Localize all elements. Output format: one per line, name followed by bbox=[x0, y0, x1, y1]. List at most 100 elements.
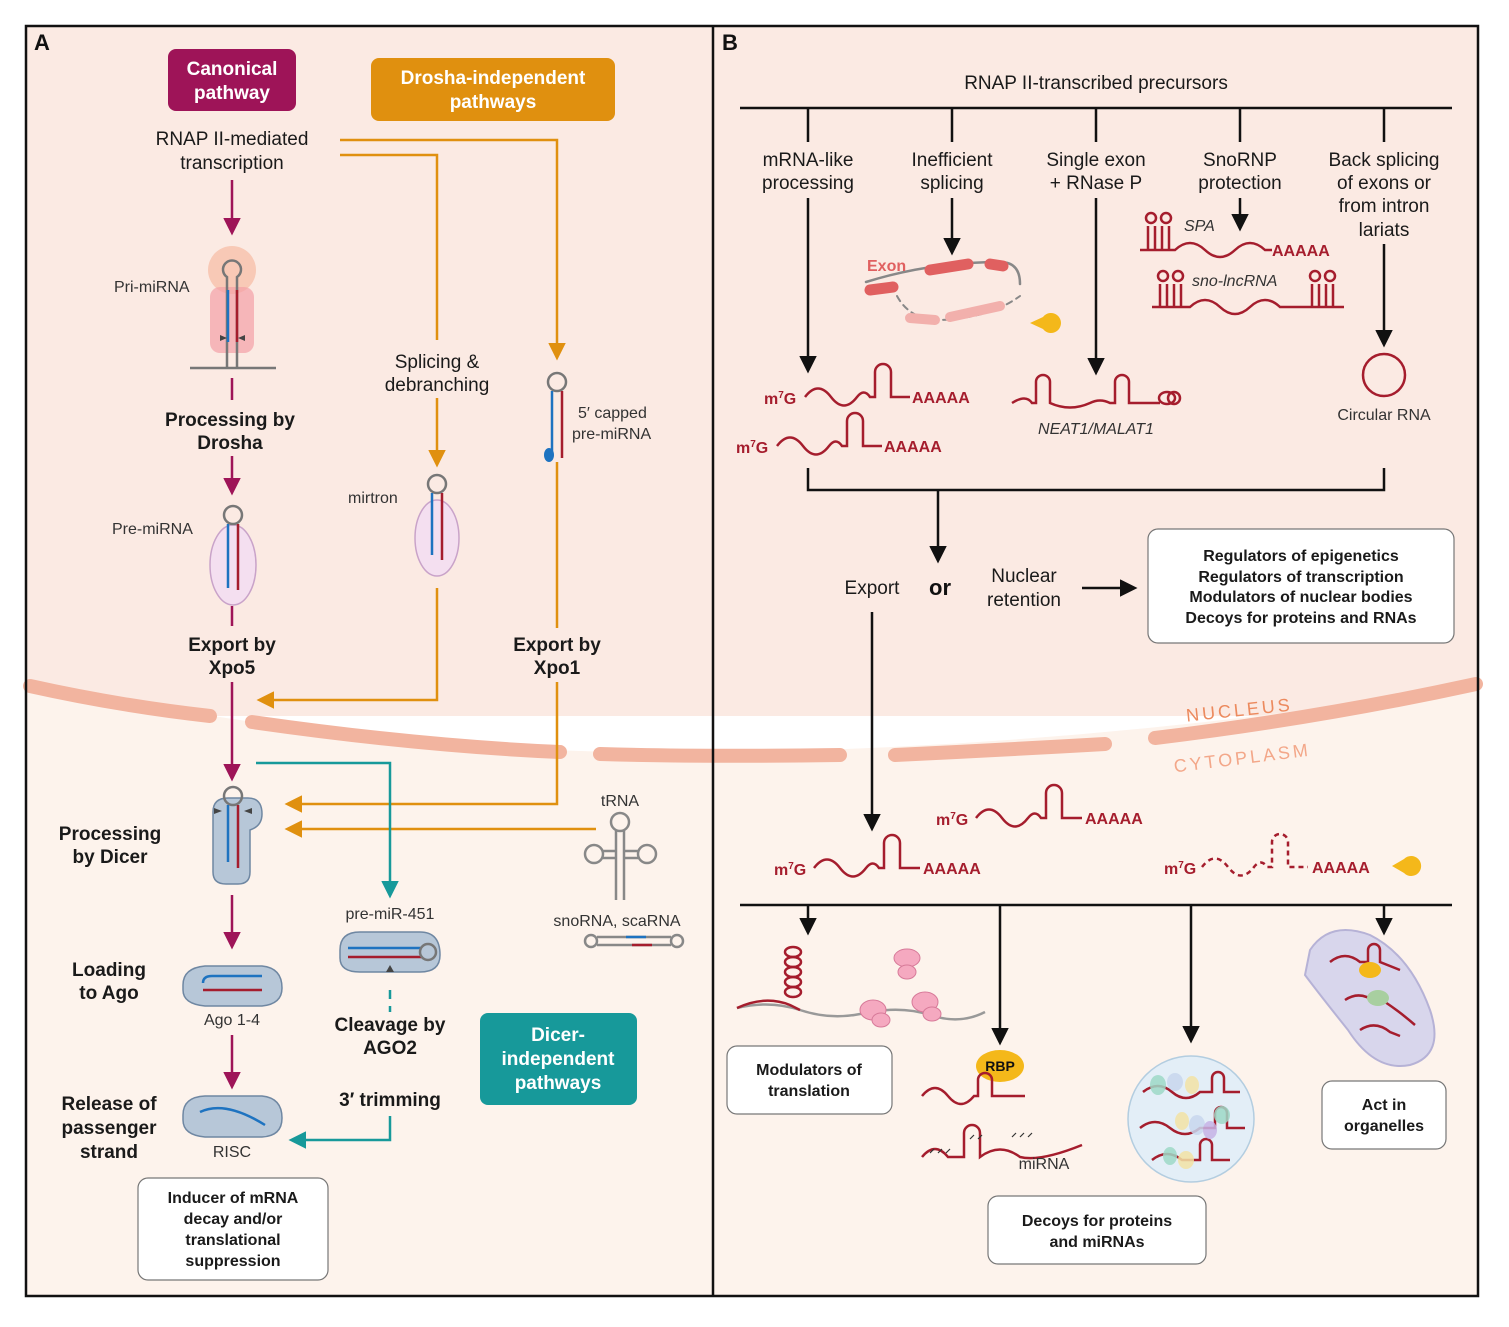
sno-lncrna-transcript bbox=[1152, 269, 1344, 316]
dicer-pill-line2: independent bbox=[502, 1049, 616, 1070]
branch-snornp-line1: SnoRNP bbox=[1203, 150, 1277, 171]
loading-line1: Loading bbox=[72, 960, 146, 981]
release-line2: passenger bbox=[61, 1118, 157, 1139]
svg-text:m7G: m7G bbox=[936, 811, 968, 829]
canonical-pill-line1: Canonical bbox=[187, 59, 278, 80]
neat1-malat1-label: NEAT1/MALAT1 bbox=[1038, 421, 1154, 438]
mrna-like-m7g-2: m7G bbox=[736, 439, 768, 457]
regulators-line1: Regulators of epigenetics bbox=[1203, 548, 1399, 565]
rnap-transcription-line2: transcription bbox=[180, 153, 284, 174]
processing-dicer-line2: by Dicer bbox=[73, 847, 149, 868]
circular-rna-label: Circular RNA bbox=[1337, 407, 1431, 424]
decoys-line1: Decoys for proteins bbox=[1022, 1213, 1172, 1230]
cleavage-line1: Cleavage by bbox=[335, 1015, 446, 1036]
regulators-line2: Regulators of transcription bbox=[1198, 569, 1403, 586]
pre-mirna-label: Pre-miRNA bbox=[112, 521, 193, 538]
dicer-complex bbox=[212, 785, 263, 885]
branch-mrna-like-line2: processing bbox=[762, 173, 854, 194]
branch-inefficient-line1: Inefficient bbox=[912, 150, 994, 171]
exon-label: Exon bbox=[867, 258, 906, 275]
cyto-m7g-2: m7G bbox=[774, 861, 806, 879]
trna-cloverleaf bbox=[583, 811, 658, 900]
svg-text:m7G: m7G bbox=[1164, 860, 1196, 878]
exon-schematic bbox=[864, 258, 1022, 325]
canonical-pill-line2: pathway bbox=[194, 83, 270, 104]
ago-complex bbox=[182, 965, 283, 1007]
panel-a: A Canonical pathway Drosha-independent p… bbox=[34, 30, 685, 1281]
cyto-m7g-1: m7G bbox=[936, 811, 968, 829]
regulators-line4: Decoys for proteins and RNAs bbox=[1185, 610, 1416, 627]
organelles-line2: organelles bbox=[1344, 1118, 1424, 1135]
decoy-transcripts bbox=[921, 1071, 1083, 1160]
pre-mir451-complex bbox=[339, 931, 441, 973]
svg-text:m7G: m7G bbox=[736, 439, 768, 457]
cleavage-line2: AGO2 bbox=[363, 1038, 417, 1059]
branch-inefficient-line2: splicing bbox=[920, 173, 983, 194]
mrna-like-polya-1: AAAAA bbox=[912, 390, 970, 407]
mirtron-hairpin bbox=[414, 473, 460, 577]
cyto-m7g-3: m7G bbox=[1164, 860, 1196, 878]
inducer-line3: translational bbox=[185, 1232, 280, 1249]
cyto-polya-3: AAAAA bbox=[1312, 860, 1370, 877]
mitochondrion bbox=[1303, 929, 1436, 1067]
or-label: or bbox=[929, 575, 951, 600]
spa-polya: AAAAA bbox=[1272, 243, 1330, 260]
dicer-pill-line3: pathways bbox=[515, 1073, 602, 1094]
inducer-box bbox=[137, 1177, 329, 1281]
mrna-like-transcripts bbox=[776, 362, 910, 456]
branch-mrna-like-line1: mRNA-like bbox=[763, 150, 854, 171]
inducer-line2: decay and/or bbox=[184, 1211, 283, 1228]
organelles-box bbox=[1321, 1080, 1447, 1150]
drosha-independent-pill bbox=[371, 58, 615, 121]
modulators-box bbox=[726, 1045, 893, 1115]
svg-text:m7G: m7G bbox=[764, 390, 796, 408]
trna-label: tRNA bbox=[601, 793, 640, 810]
branch-backsplice-line3: from intron bbox=[1339, 196, 1430, 217]
export-label: Export bbox=[845, 578, 901, 599]
nuclear-retention-line1: Nuclear bbox=[991, 566, 1057, 587]
regulators-line3: Modulators of nuclear bodies bbox=[1189, 589, 1412, 606]
snorna-label: snoRNA, scaRNA bbox=[553, 913, 680, 930]
panel-b: B RNAP II-transcribed precursors mR bbox=[722, 30, 1455, 1265]
snorna-duplex bbox=[583, 933, 685, 949]
cyto-transcripts bbox=[813, 783, 1308, 878]
drosha-pill-line2: pathways bbox=[450, 92, 537, 113]
modulators-line2: translation bbox=[768, 1083, 850, 1100]
nuclear-retention-line2: retention bbox=[987, 590, 1061, 611]
dicer-independent-arrows bbox=[256, 761, 399, 1149]
circular-rna bbox=[1361, 352, 1407, 398]
nuclear-membrane bbox=[23, 677, 1483, 763]
mrna-like-polya-2: AAAAA bbox=[884, 439, 942, 456]
export-xpo5-line1: Export by bbox=[188, 635, 276, 656]
pre-mir451-label: pre-miR-451 bbox=[346, 906, 435, 923]
cyto-polya-1: AAAAA bbox=[1085, 811, 1143, 828]
pre-mirna-hairpin bbox=[209, 504, 257, 606]
exonuclease-pacman bbox=[1030, 313, 1062, 334]
processing-drosha-line2: Drosha bbox=[197, 433, 263, 454]
processing-drosha-line1: Processing by bbox=[165, 410, 295, 431]
panel-a-label: A bbox=[34, 30, 50, 55]
release-line1: Release of bbox=[61, 1094, 157, 1115]
drosha-pill-line1: Drosha-independent bbox=[401, 68, 586, 89]
splicing-line2: debranching bbox=[385, 375, 490, 396]
inducer-line4: suppression bbox=[185, 1253, 280, 1270]
dicer-independent-pill bbox=[480, 1013, 637, 1105]
branch-backsplice-line4: lariats bbox=[1359, 220, 1410, 241]
decoys-line2: and miRNAs bbox=[1049, 1234, 1144, 1251]
export-xpo1-line1: Export by bbox=[513, 635, 601, 656]
panel-b-label: B bbox=[722, 30, 738, 55]
top-tree bbox=[740, 106, 1452, 1046]
spa-transcript bbox=[1140, 211, 1272, 259]
translation-schematic bbox=[736, 945, 986, 1028]
modulators-line1: Modulators of bbox=[756, 1062, 862, 1079]
panel-b-title: RNAP II-transcribed precursors bbox=[964, 73, 1228, 94]
pri-mirna-complex bbox=[190, 246, 276, 370]
ago-label: Ago 1-4 bbox=[204, 1012, 260, 1029]
decay-pacman bbox=[1392, 856, 1422, 876]
processing-dicer-line1: Processing bbox=[59, 824, 161, 845]
spa-label: SPA bbox=[1184, 218, 1215, 235]
capped-pre-mirna bbox=[544, 371, 568, 462]
export-xpo1-line2: Xpo1 bbox=[534, 658, 581, 679]
